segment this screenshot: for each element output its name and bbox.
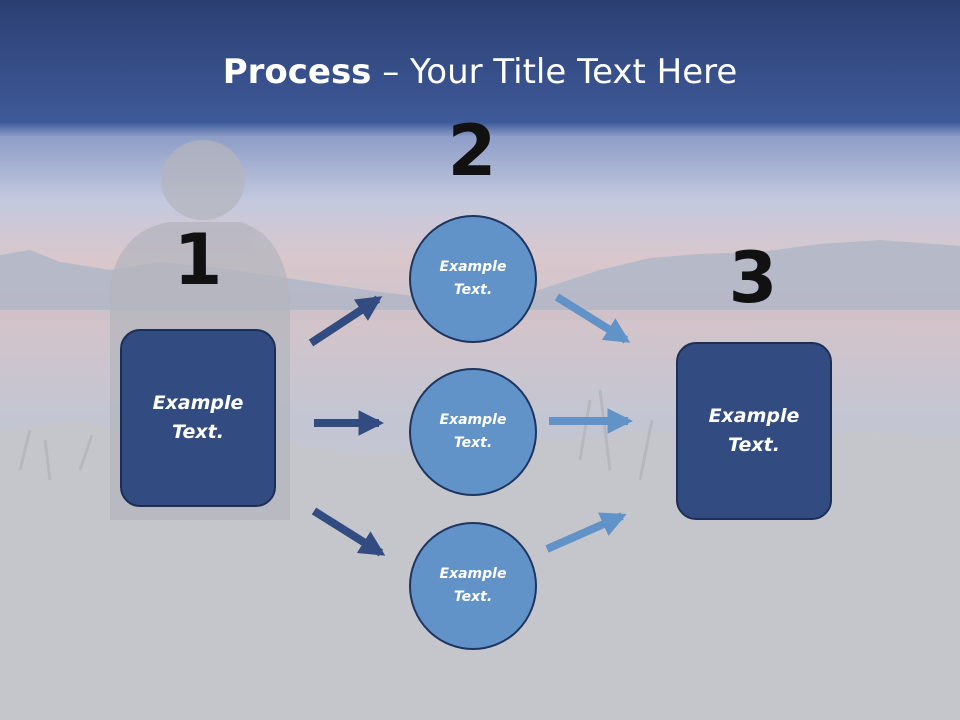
slide-title-rest: – Your Title Text Here (371, 52, 738, 92)
step-2-circle-bottom: Example Text. (409, 522, 537, 650)
circle-top-text-line2: Text. (453, 282, 493, 298)
arrow-1-to-top-circle (308, 295, 383, 347)
circle-top-text-line1: Example (439, 259, 507, 275)
step-1-text-line2: Text. (172, 421, 224, 443)
circle-bottom-text-line2: Text. (453, 589, 493, 605)
arrow-top-circle-to-3 (554, 293, 631, 344)
circle-middle-text-line2: Text. (453, 435, 493, 451)
circle-bottom-text-line1: Example (439, 566, 507, 582)
step-3-box: Example Text. (676, 342, 832, 520)
arrow-1-to-bottom-circle (311, 507, 386, 557)
slide-title-bold: Process (222, 52, 372, 92)
step-1-text-line1: Example (152, 392, 244, 414)
step-number-3: 3 (728, 237, 778, 319)
step-3-text-line2: Text. (728, 434, 780, 456)
circle-middle-text-line1: Example (439, 412, 507, 428)
step-number-2: 2 (447, 110, 497, 192)
step-2-circle-top: Example Text. (409, 215, 537, 343)
step-2-circle-middle: Example Text. (409, 368, 537, 496)
step-1-box: Example Text. (120, 329, 276, 507)
arrow-bottom-circle-to-3 (545, 512, 627, 553)
step-3-text-line1: Example (708, 405, 800, 427)
slide-title: Process – Your Title Text Here (0, 52, 960, 92)
step-number-1: 1 (173, 219, 223, 301)
